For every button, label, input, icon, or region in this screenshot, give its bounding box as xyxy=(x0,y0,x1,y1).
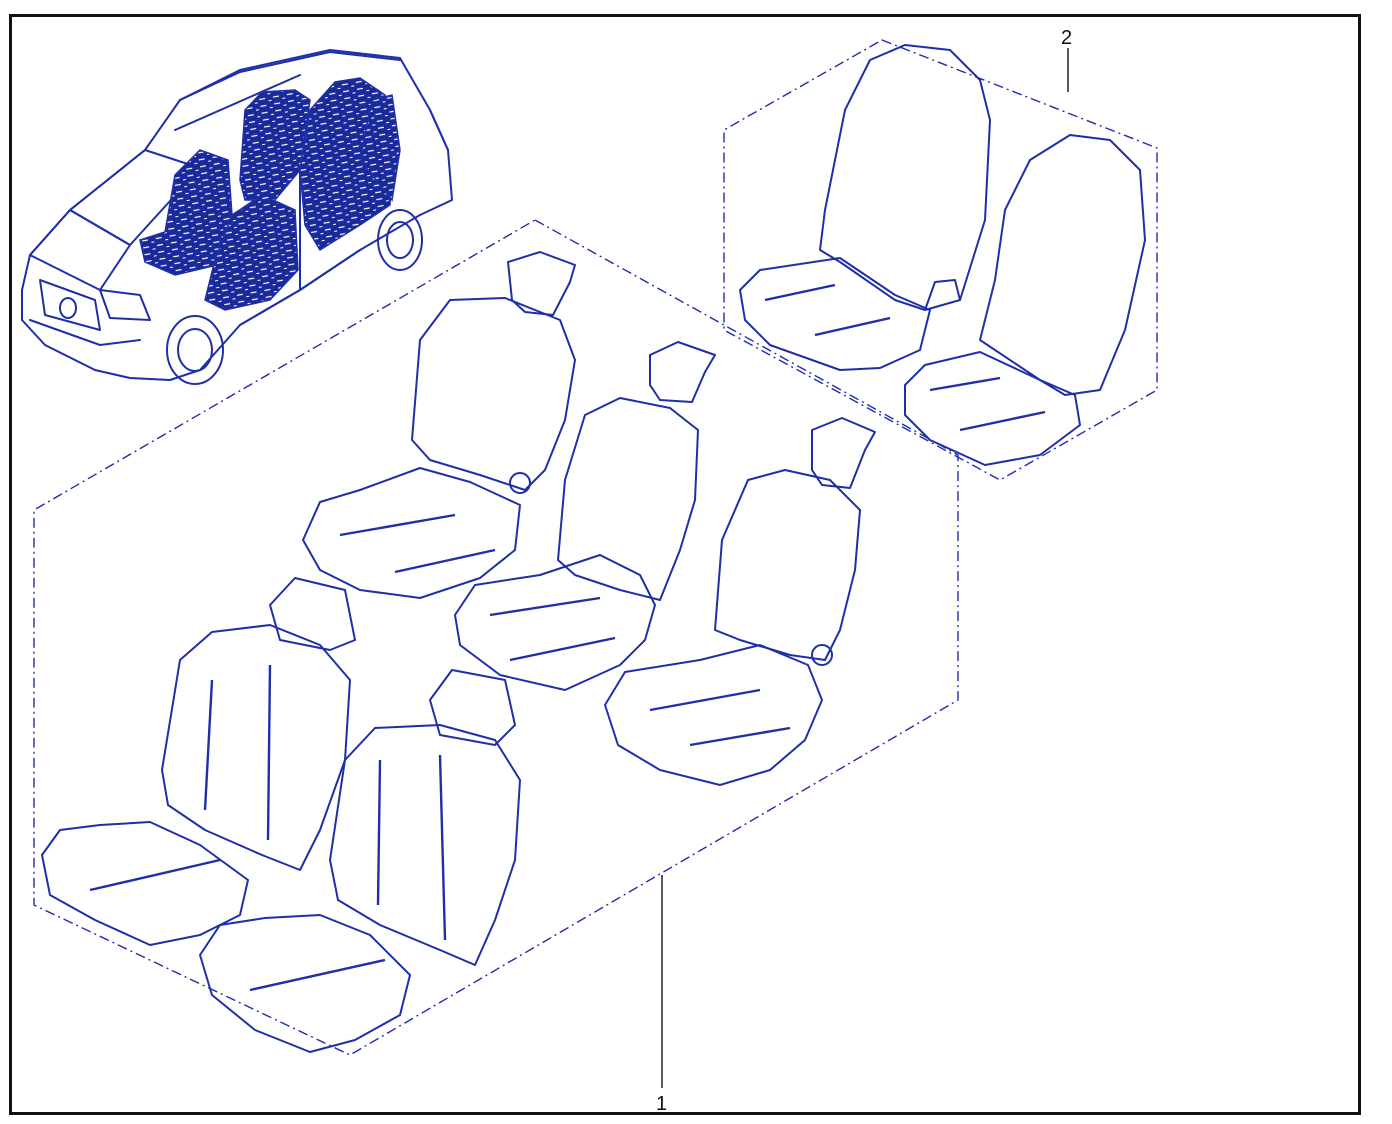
callout-2-label: 2 xyxy=(1061,27,1072,49)
seat-set-icon xyxy=(41,251,876,1053)
car-overview-icon xyxy=(21,49,453,385)
callout-1-label: 1 xyxy=(656,1093,667,1115)
callout-2: 2 xyxy=(1061,27,1072,92)
callout-1: 1 xyxy=(656,875,667,1115)
seat-set-icon xyxy=(739,44,1146,466)
kit-1-boundary xyxy=(33,219,959,1056)
kit-2-boundary xyxy=(723,39,1158,481)
diagram-frame xyxy=(9,14,1361,1115)
